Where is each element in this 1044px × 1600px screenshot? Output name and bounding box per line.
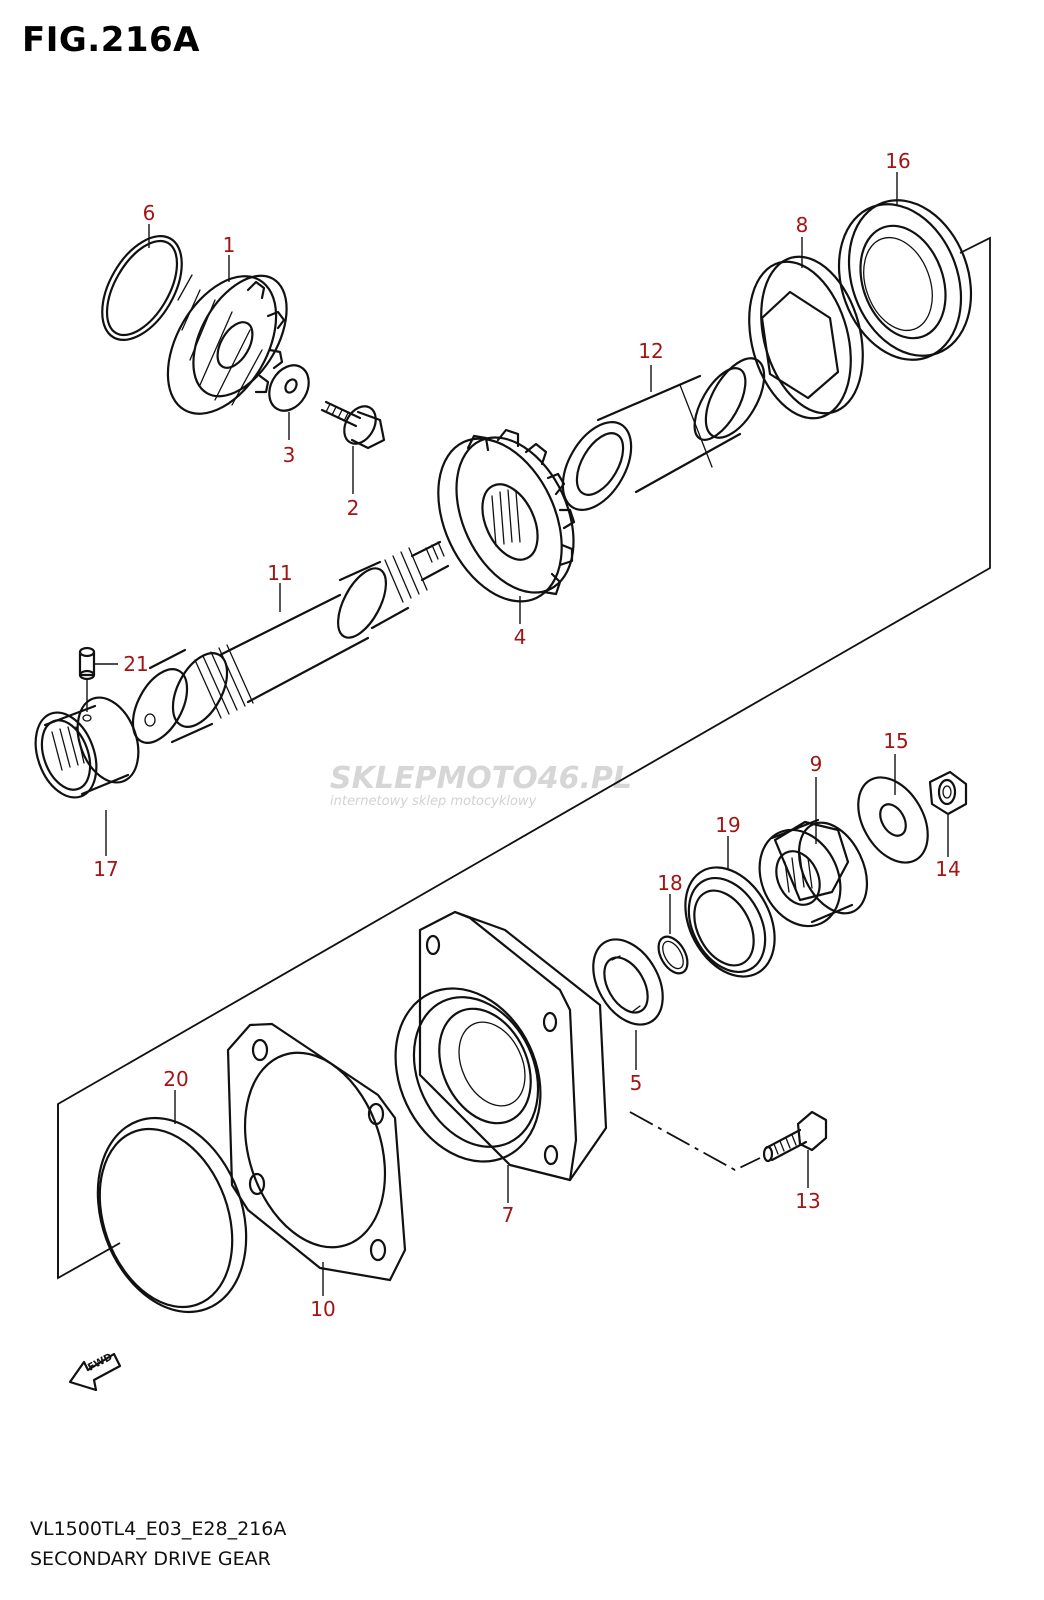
callout-15: 15 [883, 729, 908, 753]
bevel-gear-icon [166, 274, 288, 415]
bolt-icon [320, 400, 386, 450]
figure-title: FIG.216A [22, 20, 200, 60]
fwd-arrow-icon: FWD [68, 1352, 122, 1392]
callout-4: 4 [514, 625, 527, 649]
callout-9: 9 [810, 752, 823, 776]
callout-6: 6 [143, 201, 156, 225]
nut-icon [928, 770, 968, 816]
callout-14: 14 [935, 857, 960, 881]
callout-8: 8 [796, 213, 809, 237]
callout-11: 11 [267, 561, 292, 585]
leader-lines [86, 172, 949, 1296]
bolt-icon [762, 1110, 828, 1163]
watermark-tagline: internetowy sklep motocyklowy [330, 794, 537, 809]
bearing-icon [837, 199, 973, 361]
callout-2: 2 [347, 496, 360, 520]
callout-18: 18 [657, 871, 682, 895]
callout-19: 19 [715, 813, 740, 837]
gasket-icon [226, 1022, 407, 1282]
hex-nut-icon [748, 255, 864, 420]
callout-17: 17 [93, 857, 118, 881]
callout-7: 7 [502, 1203, 515, 1227]
bevel-gear-icon [437, 428, 576, 603]
watermark-brand: SKLEPMOTO46.PL [330, 761, 632, 796]
callout-21: 21 [123, 652, 148, 676]
figure-name: SECONDARY DRIVE GEAR [30, 1548, 271, 1570]
model-code: VL1500TL4_E03_E28_216A [30, 1518, 287, 1540]
callout-16: 16 [885, 149, 910, 173]
housing-icon [394, 910, 608, 1182]
callout-20: 20 [163, 1067, 188, 1091]
o-ring-icon [101, 235, 183, 341]
callout-3: 3 [283, 443, 296, 467]
watermark: SKLEPMOTO46.PL internetowy sklep motocyk… [330, 761, 632, 809]
seal-icon [592, 938, 664, 1026]
spacer-icon [561, 357, 766, 511]
callout-12: 12 [638, 339, 663, 363]
bearing-icon [684, 866, 776, 978]
callout-13: 13 [795, 1189, 820, 1213]
washer-icon [857, 776, 929, 864]
coupling-icon [758, 818, 869, 928]
o-ring-icon [96, 1116, 248, 1314]
o-ring-icon [657, 935, 689, 975]
pin-icon [78, 646, 96, 681]
assembly-frame [57, 236, 991, 1280]
callout-10: 10 [310, 1297, 335, 1321]
washer-icon [268, 364, 310, 412]
shaft-icon [131, 540, 450, 744]
callouts: 6 1 3 2 12 8 16 4 11 21 17 15 9 14 19 18… [93, 149, 960, 1321]
needle-bearing-icon [34, 696, 140, 799]
callout-1: 1 [223, 233, 236, 257]
callout-5: 5 [630, 1071, 643, 1095]
